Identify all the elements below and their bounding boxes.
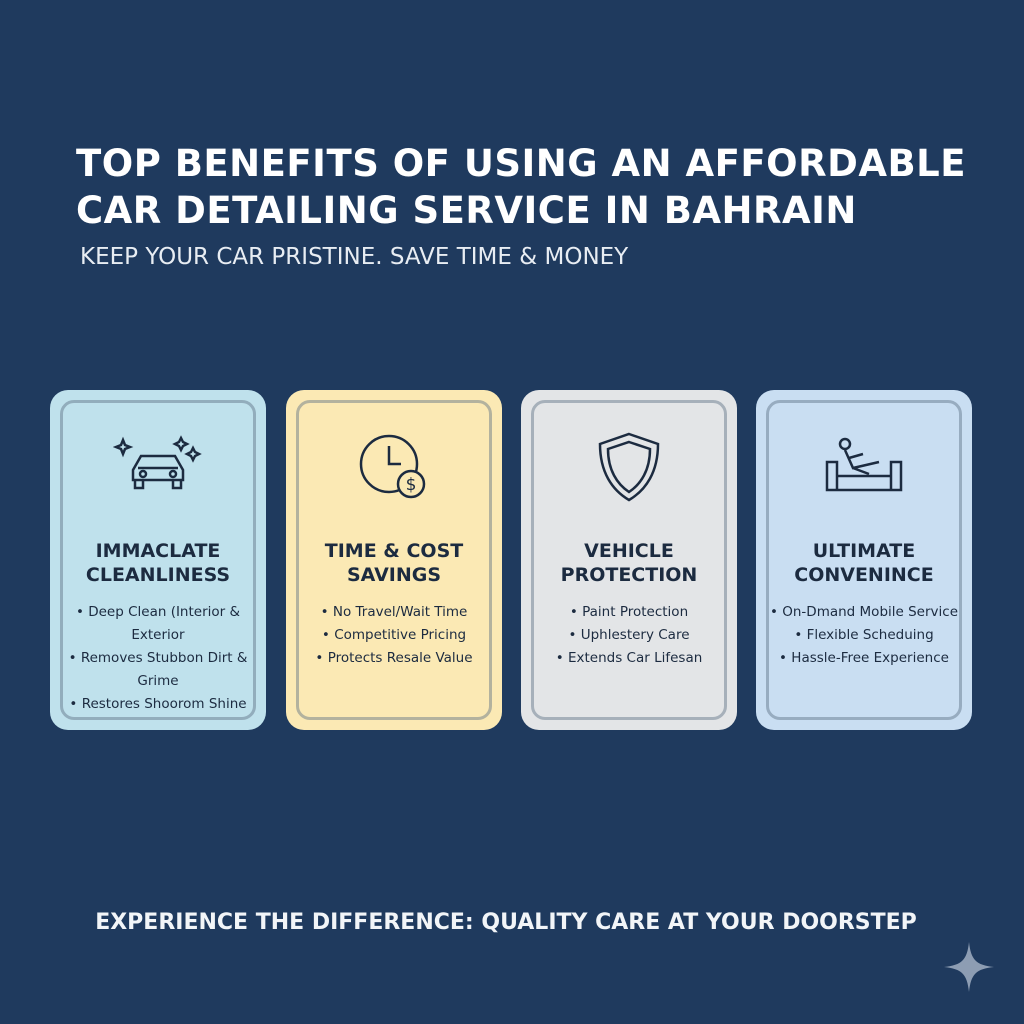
list-item: Flexible Scheduing bbox=[769, 624, 959, 647]
sparkle-icon bbox=[944, 942, 994, 992]
card-title: PROTECTION bbox=[560, 564, 698, 586]
list-item: Deep Clean (Interior & Exterior bbox=[63, 601, 253, 647]
card-title: ULTIMATE bbox=[812, 540, 916, 562]
subtitle: KEEP YOUR CAR PRISTINE. SAVE TIME & MONE… bbox=[80, 244, 629, 270]
list-item: Uphlestery Care bbox=[534, 624, 724, 647]
sparkling-car-icon bbox=[63, 427, 253, 507]
list-item: Paint Protection bbox=[534, 601, 724, 624]
list-item: On-Dmand Mobile Service bbox=[769, 601, 959, 624]
card-title: IMMACLATE bbox=[95, 540, 221, 562]
list-item: Extends Car Lifesan bbox=[534, 647, 724, 670]
person-relaxing-sofa-icon bbox=[769, 427, 959, 507]
list-item: No Travel/Wait Time bbox=[299, 601, 489, 624]
card-title: SAVINGS bbox=[346, 564, 442, 586]
title-line-1: TOP BENEFITS OF USING AN AFFORDABLE bbox=[76, 142, 967, 185]
card-title: CLEANLINESS bbox=[85, 564, 231, 586]
clock-dollar-icon: $ bbox=[299, 427, 489, 507]
list-item: Removes Stubbon Dirt & Grime bbox=[63, 647, 253, 693]
list-item: Restores Shoorom Shine bbox=[63, 693, 253, 716]
card-title: TIME & COST bbox=[324, 540, 464, 562]
shield-icon bbox=[534, 427, 724, 507]
list-item: Protects Resale Value bbox=[299, 647, 489, 670]
card-title: CONVENINCE bbox=[794, 564, 934, 586]
card-title: VEHICLE bbox=[584, 540, 674, 562]
title-line-2: CAR DETAILING SERVICE IN BAHRAIN bbox=[76, 189, 857, 232]
footer-tagline: EXPERIENCE THE DIFFERENCE: QUALITY CARE … bbox=[95, 910, 917, 935]
list-item: Hassle-Free Experience bbox=[769, 647, 959, 670]
list-item: Competitive Pricing bbox=[299, 624, 489, 647]
svg-text:$: $ bbox=[406, 475, 417, 495]
